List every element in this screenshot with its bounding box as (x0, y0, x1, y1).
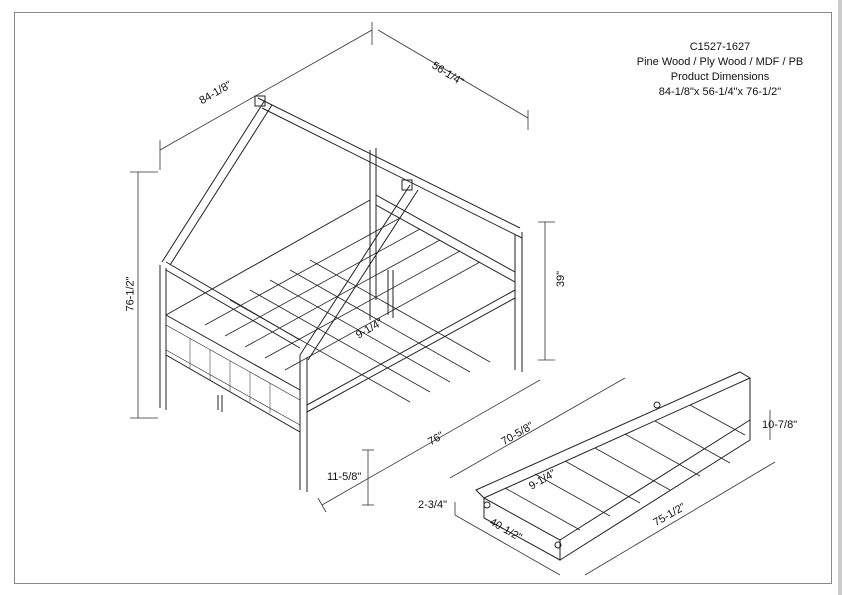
bed-frame (159, 95, 523, 492)
material: Pine Wood / Ply Wood / MDF / PB (636, 56, 804, 68)
scrollbar[interactable] (838, 0, 842, 595)
info-heading: Product Dimensions (670, 71, 770, 83)
dim-trundle-clearance: 2-3/4" (418, 499, 447, 511)
trundle (475, 371, 752, 561)
dim-trundle-height: 10-7/8" (762, 419, 798, 431)
dimension-lines (130, 22, 776, 576)
dim-side-height: 39" (555, 270, 568, 288)
drawing-border (14, 12, 832, 584)
dim-bed-height: 76-1/2" (124, 276, 137, 312)
overall-dimensions: 84-1/8"x 56-1/4"x 76-1/2" (658, 86, 782, 98)
product-info: C1527-1627 Pine Wood / Ply Wood / MDF / … (630, 40, 810, 100)
dim-leg-height: 11-5/8" (327, 471, 362, 483)
model-number: C1527-1627 (689, 41, 751, 53)
